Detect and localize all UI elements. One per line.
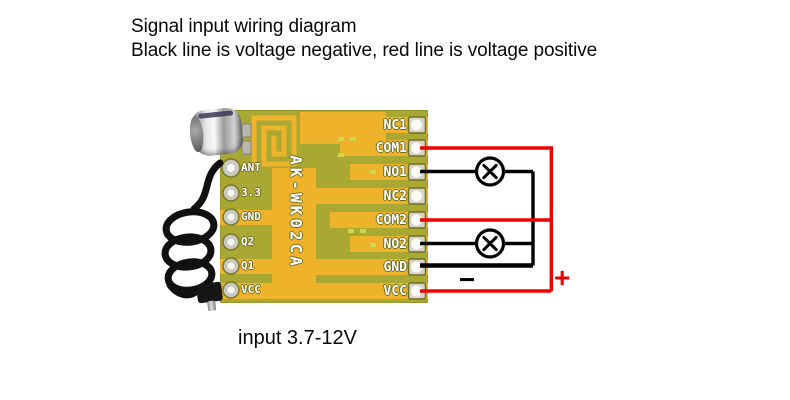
red-positive-wires (420, 146, 553, 293)
pin-label-com1: COM1 (375, 141, 407, 156)
left-solder-pads (221, 158, 241, 299)
pcb-board (220, 110, 428, 303)
meander-antenna-trace (251, 115, 297, 169)
pin-label-gnd-left: GND (241, 210, 261, 223)
pin-label-3v3: 3.3 (241, 186, 261, 199)
pin-label-nc2: NC2 (383, 189, 407, 204)
page-subtitle: Black line is voltage negative, red line… (131, 40, 598, 61)
pin-label-no1: NO1 (383, 165, 407, 180)
polarity-negative-label: − (459, 264, 476, 295)
page-title: Signal input wiring diagram (131, 16, 357, 37)
input-voltage-caption: input 3.7-12V (238, 327, 357, 349)
pin-label-com2: COM2 (375, 213, 407, 228)
smd-components (241, 123, 376, 247)
pin-label-no2: NO2 (383, 237, 407, 252)
pin-label-q2: Q2 (241, 235, 255, 248)
pcb-copper-traces (220, 112, 428, 299)
pin-label-gnd-right: GND (383, 260, 407, 275)
pin-label-vcc-right: VCC (383, 284, 407, 299)
right-solder-pads (407, 116, 427, 300)
pin-label-nc1: NC1 (383, 118, 407, 133)
pin-label-q1: Q1 (241, 259, 255, 272)
antenna-wire-icon (161, 159, 224, 299)
header: Signal input wiring diagram Black line i… (131, 15, 597, 63)
pin-label-vcc-left: VCC (241, 283, 261, 296)
pin-label-ant: ANT (241, 161, 261, 174)
load-lamp-icon-2 (474, 228, 506, 259)
load-lamp-icon-1 (474, 156, 506, 187)
polarity-positive-label: + (554, 262, 571, 293)
